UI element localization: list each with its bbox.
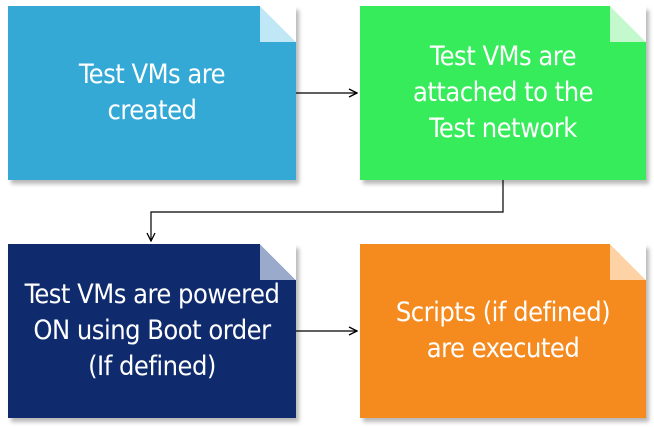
step-label: Scripts (if defined) are executed xyxy=(395,297,611,364)
step-power-on: Test VMs are powered ON using Boot order… xyxy=(8,244,296,418)
arrow-step2-to-step3 xyxy=(151,180,504,241)
step-attach-network: Test VMs are attached to the Test networ… xyxy=(360,6,646,180)
folded-corner xyxy=(260,6,296,42)
folded-corner xyxy=(260,244,296,280)
step-label: Test VMs are attached to the Test networ… xyxy=(412,41,594,144)
folded-corner xyxy=(610,6,646,42)
step-label: Test VMs are created xyxy=(78,59,226,126)
folded-corner xyxy=(610,244,646,280)
step-label: Test VMs are powered ON using Boot order… xyxy=(24,279,280,382)
step-run-scripts: Scripts (if defined) are executed xyxy=(360,244,646,418)
step-create-vms: Test VMs are created xyxy=(8,6,296,180)
